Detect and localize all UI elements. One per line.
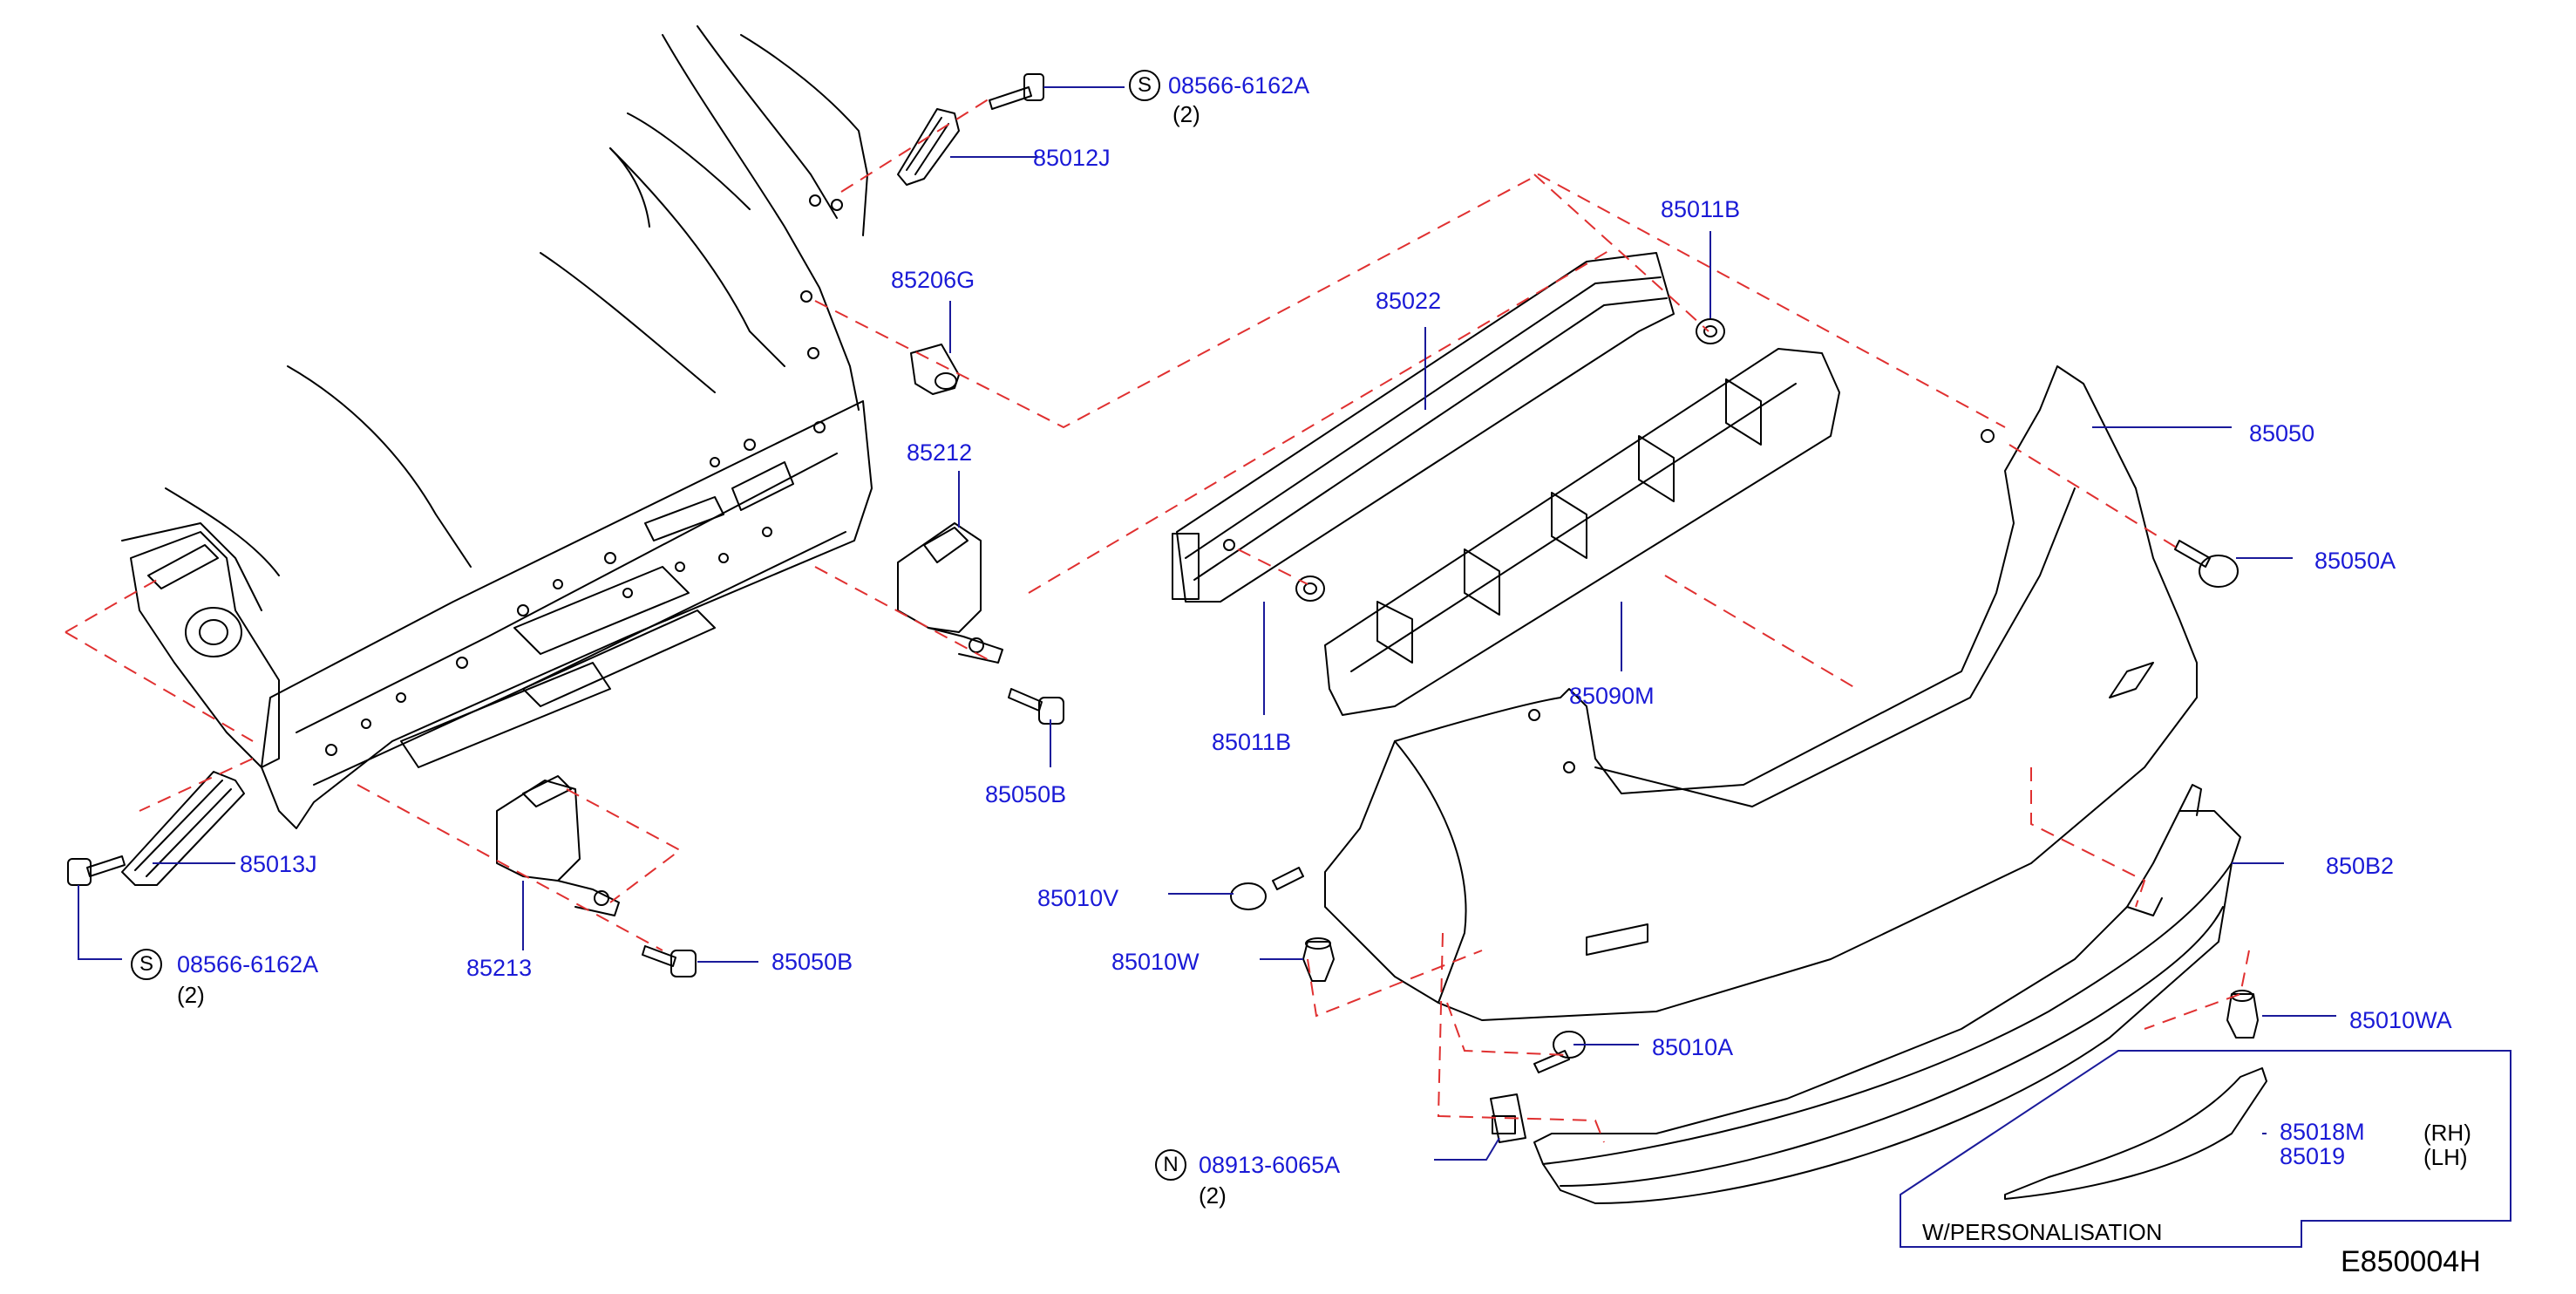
label-85050b-lower[interactable]: 85050B	[771, 949, 853, 975]
bolt-08566-top	[989, 73, 1044, 110]
qty-08566-bottom: (2)	[177, 982, 205, 1008]
screw-85010v	[1230, 867, 1304, 910]
bolt-85050b-upper	[1008, 688, 1064, 725]
label-85212[interactable]: 85212	[907, 439, 973, 466]
label-85090m[interactable]: 85090M	[1569, 683, 1655, 709]
nut-85011b-top	[1696, 318, 1725, 344]
bolt-85050b-lower	[642, 945, 697, 977]
label-85022[interactable]: 85022	[1376, 288, 1442, 314]
label-85050b-upper[interactable]: 85050B	[985, 781, 1067, 807]
symbol-s-top: S	[1129, 70, 1160, 101]
symbol-n: N	[1155, 1149, 1186, 1181]
side-rh: (RH)	[2423, 1120, 2471, 1146]
clip-nut-08913	[1490, 1093, 1526, 1143]
personalisation-box	[1900, 1050, 2511, 1248]
assembly-dashed-lines	[65, 95, 2250, 1143]
label-08913-6065a[interactable]: 08913-6065A	[1199, 1152, 1341, 1178]
vehicle-rear-body	[121, 25, 873, 829]
label-08566-6162a-bottom[interactable]: 08566-6162A	[177, 951, 319, 977]
label-85018m[interactable]: 85018M	[2280, 1119, 2365, 1145]
label-85010a[interactable]: 85010A	[1652, 1034, 1734, 1060]
bracket-85012j	[897, 108, 960, 186]
label-08566-6162a-top[interactable]: 08566-6162A	[1168, 72, 1310, 99]
nut-85011b-bottom	[1295, 575, 1325, 602]
label-85013j[interactable]: 85013J	[240, 851, 317, 877]
bolt-08566-bottom	[67, 855, 126, 886]
energy-absorber-85090m	[1324, 348, 1840, 716]
label-85010wa[interactable]: 85010WA	[2349, 1007, 2452, 1033]
screw-85010a	[1533, 1031, 1586, 1073]
screw-85050a	[2174, 540, 2239, 588]
label-85019[interactable]: 85019	[2280, 1143, 2346, 1169]
diagram-code: E850004H	[2341, 1245, 2481, 1278]
label-85011b-bottom[interactable]: 85011B	[1212, 729, 1292, 755]
label-85010v[interactable]: 85010V	[1037, 885, 1119, 911]
clip-85010wa	[2226, 990, 2259, 1039]
note-personalisation: W/PERSONALISATION	[1922, 1219, 2163, 1245]
label-85011b-top[interactable]: 85011B	[1661, 196, 1741, 222]
bracket-85212	[897, 522, 1003, 664]
qty-08913: (2)	[1199, 1182, 1227, 1209]
label-850b2[interactable]: 850B2	[2326, 853, 2395, 879]
bracket-85213	[496, 775, 620, 916]
label-85012j[interactable]: 85012J	[1033, 145, 1111, 171]
bumper-reinforcement-85022	[1172, 252, 1675, 603]
bumper-fascia-85050	[1324, 365, 2198, 1021]
label-85213[interactable]: 85213	[466, 955, 533, 981]
bracket-85013j	[121, 771, 245, 886]
side-lh: (LH)	[2423, 1144, 2468, 1170]
trim-strip-85018m-85019	[2004, 1067, 2267, 1200]
label-85050a[interactable]: 85050A	[2314, 548, 2396, 574]
label-85206g[interactable]: 85206G	[891, 267, 975, 293]
label-85010w[interactable]: 85010W	[1111, 949, 1200, 975]
lower-garnish-850b2	[1533, 784, 2241, 1204]
leader-lines	[78, 86, 2336, 1161]
label-85050[interactable]: 85050	[2249, 420, 2315, 446]
bumper-rubber-85206g	[910, 344, 960, 395]
qty-08566-top: (2)	[1172, 101, 1200, 127]
symbol-s-bottom: S	[131, 949, 162, 980]
